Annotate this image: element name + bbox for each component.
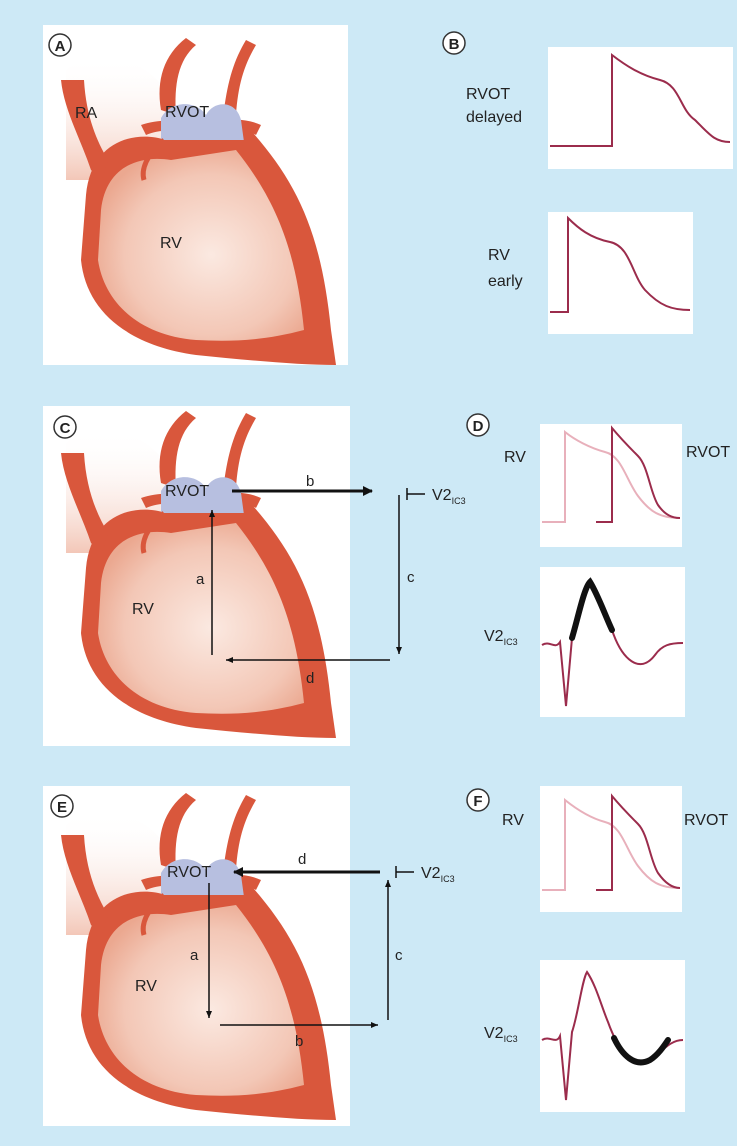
label-c-c: c	[407, 569, 415, 586]
label-rvot-c: RVOT	[165, 483, 209, 500]
label-rvot-delayed-2: delayed	[466, 109, 522, 126]
label-rvot-delayed-1: RVOT	[466, 86, 510, 103]
ecg-frame-d	[540, 567, 685, 717]
panel-e: E RVOT RV a b c d V2IC3	[43, 786, 455, 1126]
panel-c-letter: C	[60, 420, 71, 437]
label-d-e: d	[298, 851, 306, 868]
lead-label-d: V2IC3	[484, 628, 518, 647]
panel-a: A RA RVOT RV	[43, 25, 348, 365]
label-c-e: c	[395, 947, 403, 964]
label-d-c: d	[306, 670, 314, 687]
panel-c: C RVOT RV a b c d V2IC3	[43, 406, 466, 746]
label-ra: RA	[75, 105, 98, 122]
label-rv-early-2: early	[488, 273, 523, 290]
label-rv-f: RV	[502, 812, 524, 829]
panel-e-letter: E	[57, 799, 67, 816]
label-a-e: a	[190, 947, 199, 964]
label-rv-d: RV	[504, 449, 526, 466]
lead-label-c: V2IC3	[432, 487, 466, 506]
panel-d-letter: D	[473, 418, 484, 435]
label-rv-early-1: RV	[488, 247, 510, 264]
label-a-c: a	[196, 571, 205, 588]
panel-f-letter: F	[473, 793, 482, 810]
panel-a-letter: A	[55, 38, 66, 55]
label-rv-a: RV	[160, 235, 182, 252]
ap-trace-rvot-frame	[548, 47, 733, 169]
label-rvot-a: RVOT	[165, 104, 209, 121]
ap-trace-rv-frame	[548, 212, 693, 334]
label-rv-e: RV	[135, 978, 157, 995]
panel-b-letter: B	[449, 36, 460, 53]
panel-d: D RV RVOT V2IC3	[467, 414, 730, 717]
label-b-e: b	[295, 1033, 303, 1050]
label-rvot-e: RVOT	[167, 864, 211, 881]
label-rvot-f: RVOT	[684, 812, 728, 829]
lead-label-e: V2IC3	[421, 865, 455, 884]
lead-label-f: V2IC3	[484, 1025, 518, 1044]
label-rvot-d: RVOT	[686, 444, 730, 461]
panel-b: B RVOT delayed RV early	[443, 32, 733, 334]
panel-f: F RV RVOT V2IC3	[467, 786, 728, 1112]
label-rv-c: RV	[132, 601, 154, 618]
label-b-c: b	[306, 473, 314, 490]
